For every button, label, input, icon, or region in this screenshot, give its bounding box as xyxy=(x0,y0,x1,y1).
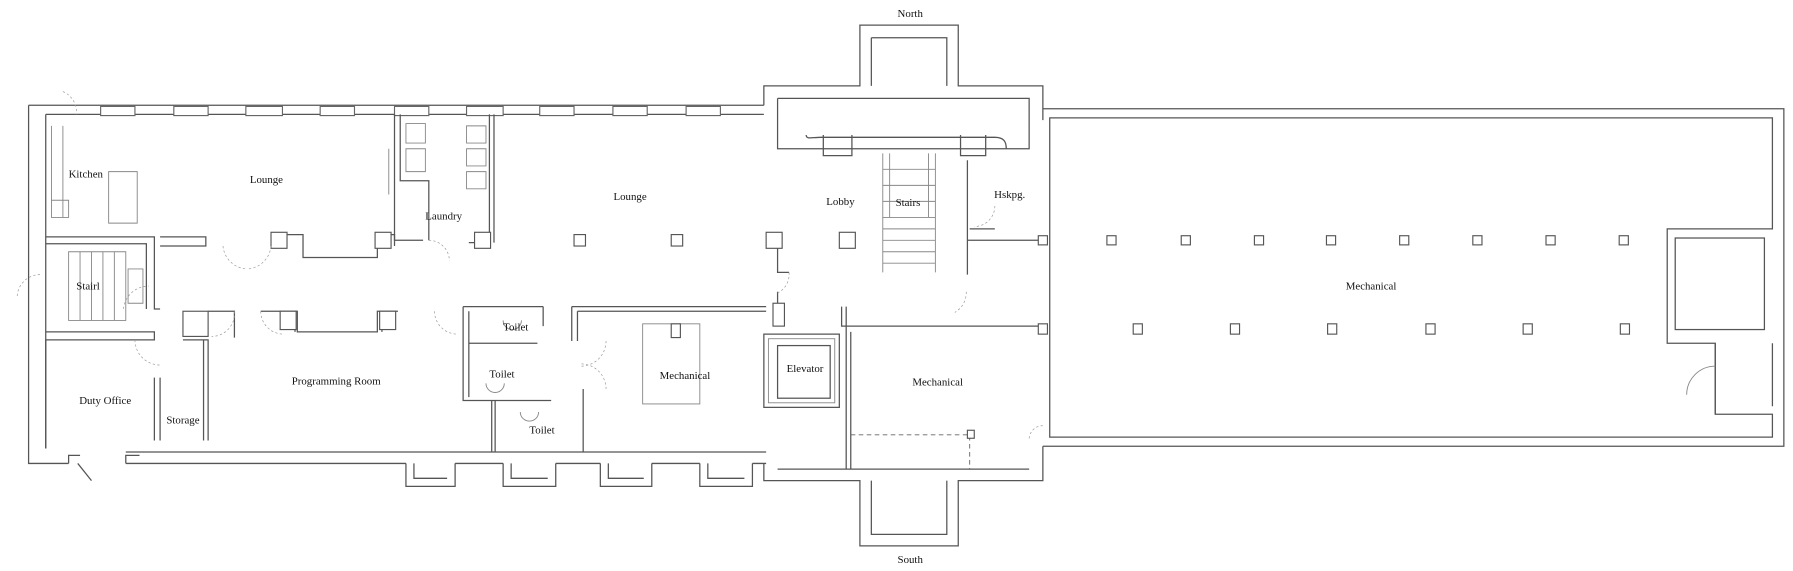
room-laundry: Laundry xyxy=(425,211,462,223)
room-elevator: Elevator xyxy=(787,363,824,375)
central-block-walls xyxy=(763,24,1044,547)
south-label: South xyxy=(898,554,924,566)
room-toilet-1: Toilet xyxy=(503,322,528,334)
room-mechanical-lobby: Mechanical xyxy=(912,377,963,389)
door-swings xyxy=(16,91,1043,440)
room-toilet-3: Toilet xyxy=(529,425,554,437)
room-programming: Programming Room xyxy=(292,375,382,387)
room-lounge-east: Lounge xyxy=(613,191,646,203)
room-duty-office: Duty Office xyxy=(79,395,131,407)
room-mechanical-east: Mechanical xyxy=(1346,281,1397,293)
room-toilet-2: Toilet xyxy=(489,369,514,381)
room-lobby: Lobby xyxy=(826,196,855,208)
columns xyxy=(573,234,1631,335)
north-windows xyxy=(100,105,721,117)
room-housekeeping: Hskpg. xyxy=(994,189,1025,201)
north-label: North xyxy=(898,8,924,20)
west-wing-walls xyxy=(27,104,767,487)
west-interior-walls xyxy=(45,114,767,452)
room-stairs: Stairs xyxy=(896,197,921,209)
room-stair1: Stairl xyxy=(76,281,100,293)
room-storage: Storage xyxy=(166,414,199,426)
room-kitchen: Kitchen xyxy=(69,168,104,180)
room-lounge-west: Lounge xyxy=(250,174,283,186)
room-mechanical-center: Mechanical xyxy=(660,370,711,382)
room-labels: North South Kitchen Lounge Laundry Loung… xyxy=(69,8,1397,566)
east-wing-walls xyxy=(1042,108,1785,447)
